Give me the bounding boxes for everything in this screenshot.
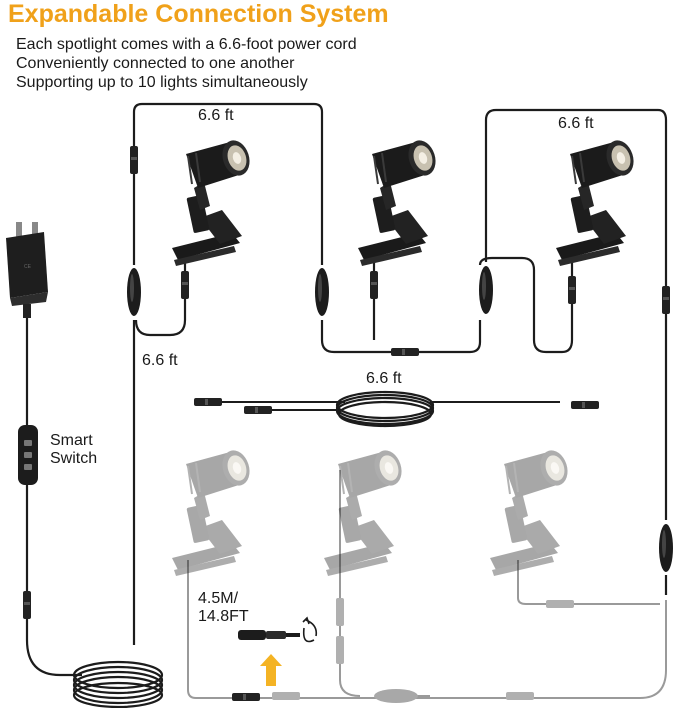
power-adapter-icon: CE [6, 222, 48, 318]
smart-switch-label-line-2: Switch [50, 450, 98, 467]
smart-switch-icon [18, 425, 38, 485]
splitter-pod-2 [315, 268, 329, 316]
extension-cord [194, 390, 599, 428]
clip-spotlight-icon [357, 135, 441, 267]
clip-spotlight-icon [555, 135, 639, 267]
splitter-pod-4 [659, 524, 673, 572]
main-cable-length-label: 4.5M/ 14.8FT [198, 590, 249, 626]
page-title: Expandable Connection System [8, 0, 389, 28]
extension-cord-label: 6.6 ft [366, 370, 402, 387]
subtitle-line-1: Each spotlight comes with a 6.6-foot pow… [16, 36, 357, 53]
cord-label-left: 6.6 ft [142, 352, 178, 369]
cord-label-top-right: 6.6 ft [558, 115, 594, 132]
ghost-spotlight-2 [323, 445, 407, 577]
detached-connector [238, 630, 300, 640]
main-cable-length-line-2: 14.8FT [198, 608, 249, 625]
subtitle-line-2: Conveniently connected to one another [16, 55, 295, 72]
ghost-spotlight-3 [489, 445, 573, 577]
svg-text:CE: CE [24, 264, 32, 270]
smart-switch-label: Smart Switch [50, 432, 97, 468]
splitter-pod-3 [479, 266, 493, 314]
up-arrow-icon [260, 654, 282, 686]
smart-switch-label-line-1: Smart [50, 432, 93, 449]
main-cable-length-line-1: 4.5M/ [198, 590, 239, 607]
dark-cable-network [25, 102, 668, 708]
cord-label-top-left: 6.6 ft [198, 107, 234, 124]
ghost-cable-network [187, 470, 667, 699]
clip-spotlight-icon [171, 135, 255, 267]
rotate-icon [302, 616, 318, 643]
subtitle-block: Each spotlight comes with a 6.6-foot pow… [16, 35, 357, 92]
ghost-spotlight-1 [171, 445, 255, 577]
subtitle-line-3: Supporting up to 10 lights simultaneousl… [16, 74, 308, 91]
splitter-pod-1 [127, 268, 141, 316]
